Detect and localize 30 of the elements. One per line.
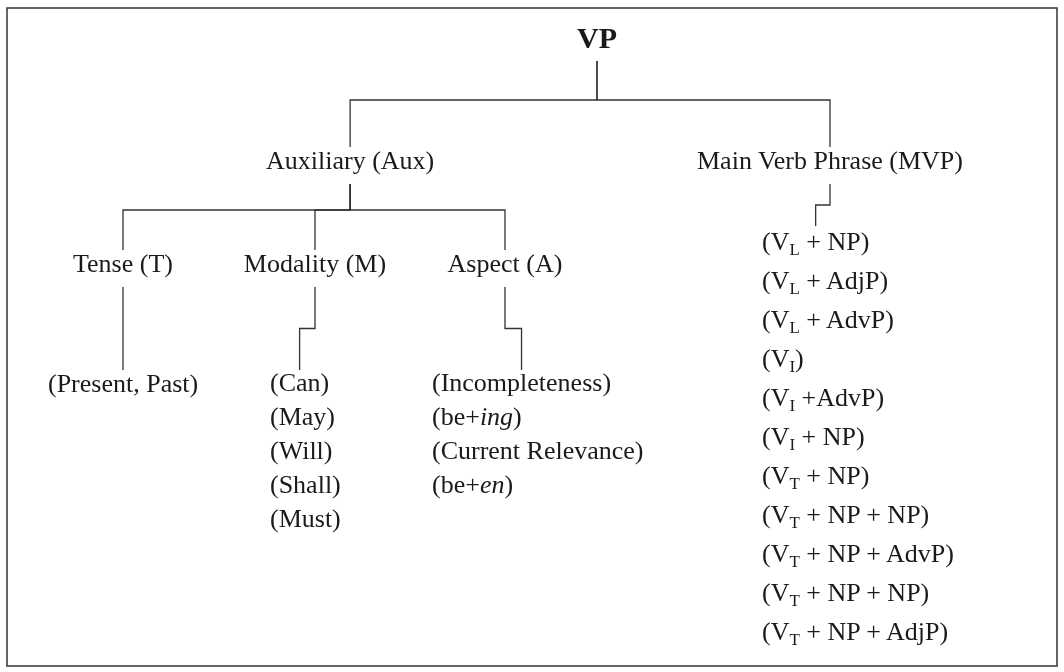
tree-branch-line	[298, 286, 316, 371]
list-item: (Must)	[270, 503, 341, 535]
list-item: (V$_{T}$ + NP + AdvP)	[762, 538, 954, 573]
list-item: (V$_{T}$ + NP + NP)	[762, 577, 930, 612]
tree-node-label: Auxiliary (Aux)	[266, 143, 435, 178]
value-label: (Present, Past)	[48, 366, 199, 401]
list-item: (Shall)	[270, 469, 341, 501]
list-item: (V$_{I}$)	[762, 343, 804, 378]
list-item: (V$_{L}$ + NP)	[762, 226, 870, 261]
tree-branch-line	[349, 183, 506, 251]
tree-node-label: Main Verb Phrase (MVP)	[697, 143, 963, 178]
list-item: (Can)	[270, 367, 330, 399]
tree-branch-line	[596, 60, 831, 148]
list-item: (V$_{T}$ + NP + AdjP)	[762, 616, 949, 651]
tree-root-label: VP	[577, 20, 617, 55]
list-item: (May)	[270, 401, 335, 433]
list-item: (V$_{T}$ + NP)	[762, 460, 870, 495]
list-item: (V$_{I}$ +AdvP)	[762, 382, 885, 417]
list-item: (Current Relevance)	[432, 435, 644, 467]
list-item: (be+en)	[432, 469, 514, 501]
list-item: (Will)	[270, 435, 333, 467]
list-item: (V$_{T}$ + NP + NP)	[762, 499, 930, 534]
list-item: (Incompleteness)	[432, 367, 612, 399]
list-item: (V$_{L}$ + AdjP)	[762, 265, 889, 300]
list-item: (V$_{L}$ + AdvP)	[762, 304, 894, 339]
tree-branch-line	[815, 183, 831, 227]
tree-branch-line	[122, 286, 124, 371]
list-item: (be+ing)	[432, 401, 522, 433]
list-item: (V$_{I}$ + NP)	[762, 421, 865, 456]
tree-branch-line	[504, 286, 523, 371]
